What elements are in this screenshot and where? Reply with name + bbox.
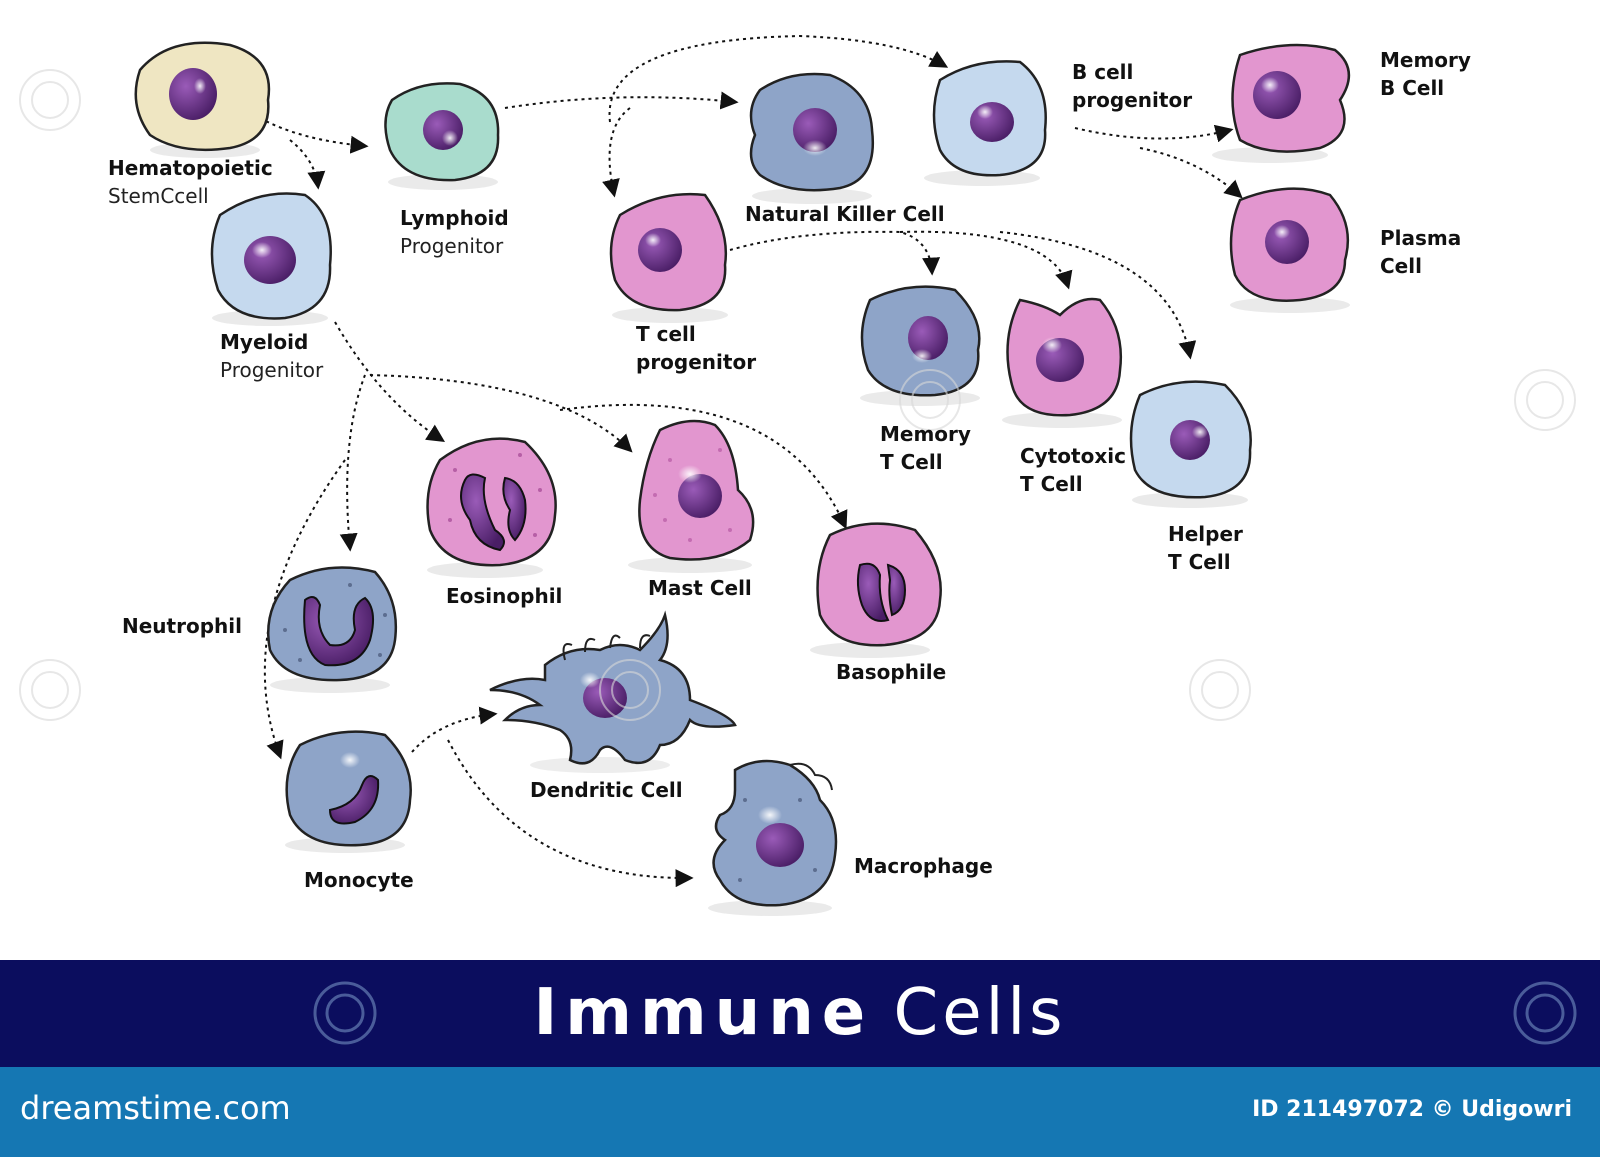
- label-myeloid: Myeloid Progenitor: [220, 330, 324, 382]
- label-cytotoxic-t: Cytotoxic T Cell: [1020, 444, 1126, 496]
- label-macrophage: Macrophage: [854, 854, 993, 878]
- t-cell-progenitor-cell: [609, 192, 728, 323]
- helper-t-cell: [1129, 380, 1252, 508]
- label-mast: Mast Cell: [648, 576, 752, 600]
- macrophage-cell: [708, 759, 838, 916]
- label-monocyte: Monocyte: [304, 868, 414, 892]
- monocyte-cell: [285, 730, 412, 853]
- memory-b-cell: [1212, 43, 1350, 163]
- watermark-spiral-icon: [1513, 981, 1577, 1045]
- cytotoxic-t-cell: [1002, 297, 1122, 428]
- title-word-immune: Immune: [533, 976, 874, 1050]
- label-neutrophil: Neutrophil: [122, 614, 242, 638]
- memory-t-cell: [860, 285, 981, 406]
- label-memory-b: Memory B Cell: [1380, 48, 1471, 100]
- natural-killer-cell: [749, 72, 875, 204]
- b-cell-progenitor-cell: [924, 60, 1047, 186]
- footer-site-name[interactable]: dreamstime.com: [20, 1089, 291, 1127]
- page-title: Immune Cells: [0, 960, 1600, 1067]
- mast-cell: [628, 419, 755, 573]
- watermark-spirals: [19, 69, 1576, 721]
- label-memory-t: Memory T Cell: [880, 422, 971, 474]
- label-dendritic: Dendritic Cell: [530, 778, 683, 802]
- label-hematopoietic: Hematopoietic StemCcell: [108, 156, 273, 208]
- label-plasma: Plasma Cell: [1380, 226, 1462, 278]
- lymphoid-progenitor-cell: [384, 82, 500, 190]
- label-t-progenitor: T cell progenitor: [636, 322, 757, 374]
- watermark-spiral-icon: [313, 981, 377, 1045]
- hematopoietic-stem-cell: [134, 41, 271, 158]
- myeloid-progenitor-cell: [210, 192, 332, 326]
- plasma-cell: [1229, 187, 1350, 313]
- label-natural-killer: Natural Killer Cell: [745, 202, 945, 226]
- immune-cell-diagram: [19, 34, 1576, 916]
- title-word-cells: Cells: [893, 976, 1067, 1050]
- neutrophil-cell: [266, 566, 397, 693]
- label-b-progenitor: B cell progenitor: [1072, 60, 1193, 112]
- eosinophil-cell: [426, 437, 557, 578]
- footer-bar: dreamstime.com ID 211497072 © Udigowri: [0, 1067, 1600, 1157]
- title-banner: Immune Cells: [0, 960, 1600, 1067]
- label-lymphoid: Lymphoid Progenitor: [400, 206, 509, 258]
- label-basophile: Basophile: [836, 660, 947, 684]
- differentiation-arrows: [259, 34, 1243, 888]
- label-helper-t: Helper T Cell: [1168, 522, 1243, 574]
- footer-image-id: ID 211497072 © Udigowri: [1252, 1097, 1572, 1122]
- label-eosinophil: Eosinophil: [446, 584, 563, 608]
- basophile-cell: [810, 522, 942, 658]
